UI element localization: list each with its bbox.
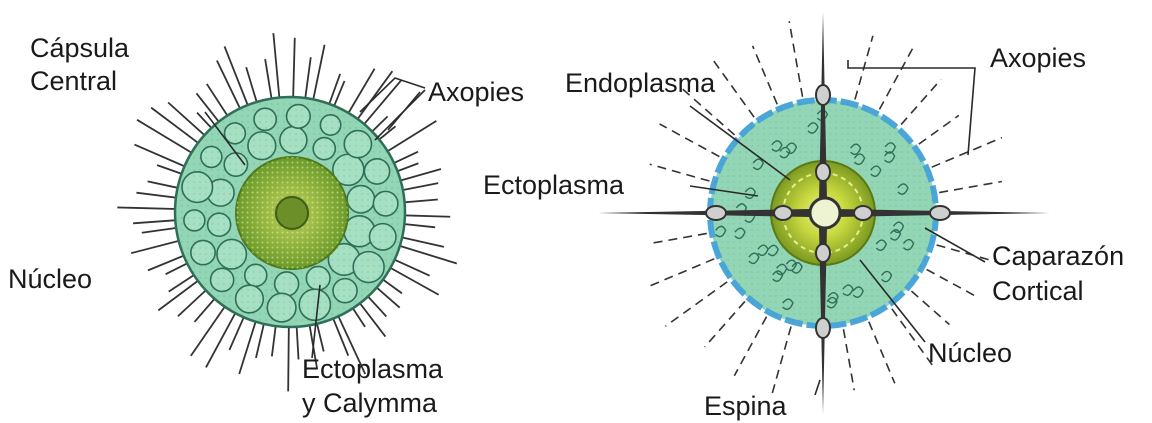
label-endoplasm: Endoplasma	[565, 68, 716, 98]
label-shell-line2: Cortical	[992, 276, 1084, 306]
axopod-dash	[660, 124, 720, 157]
label-left-axopods: Axopies	[428, 77, 524, 107]
label-ectoplasm: Ectoplasma	[483, 170, 625, 200]
left-nucleolus	[276, 197, 308, 229]
axopod-dash	[911, 291, 949, 324]
axopod-dash	[927, 269, 979, 298]
axopod-dash	[789, 21, 802, 97]
axopod-dash	[771, 327, 791, 398]
axopod-dash	[879, 46, 913, 109]
label-central-capsule-line2: Central	[30, 66, 117, 96]
axopod-dash	[937, 245, 997, 262]
label-central-capsule-line1: Cápsula	[30, 33, 130, 63]
axopod-dash	[939, 181, 1002, 192]
left-radiolarian	[117, 33, 456, 391]
label-right-axopods: Axopies	[990, 43, 1086, 73]
label-right-nucleus: Núcleo	[928, 338, 1012, 368]
axopod-dash	[753, 46, 778, 104]
axopod-dash	[648, 233, 707, 243]
axopod-dash	[646, 259, 714, 288]
label-ectoplasm-calymma-line2: y Calymma	[302, 388, 438, 418]
right-central-capsule	[810, 198, 840, 228]
label-ectoplasm-calymma-line1: Ectoplasma	[302, 354, 444, 384]
axopod-dash	[734, 317, 766, 376]
label-left-nucleus: Núcleo	[8, 264, 92, 294]
label-shell-line1: Caparazón	[992, 241, 1124, 271]
axopod-dash	[650, 164, 710, 181]
axopod-dash	[919, 115, 959, 144]
axopod-dash	[932, 138, 1002, 168]
axopod-dash	[665, 282, 727, 326]
axopod-dash	[869, 322, 895, 384]
axopod-dash	[711, 57, 754, 117]
axopod-dash	[705, 301, 745, 347]
axopod-dash	[901, 79, 941, 124]
label-spine: Espina	[704, 391, 788, 421]
axopod-dash	[843, 329, 854, 390]
